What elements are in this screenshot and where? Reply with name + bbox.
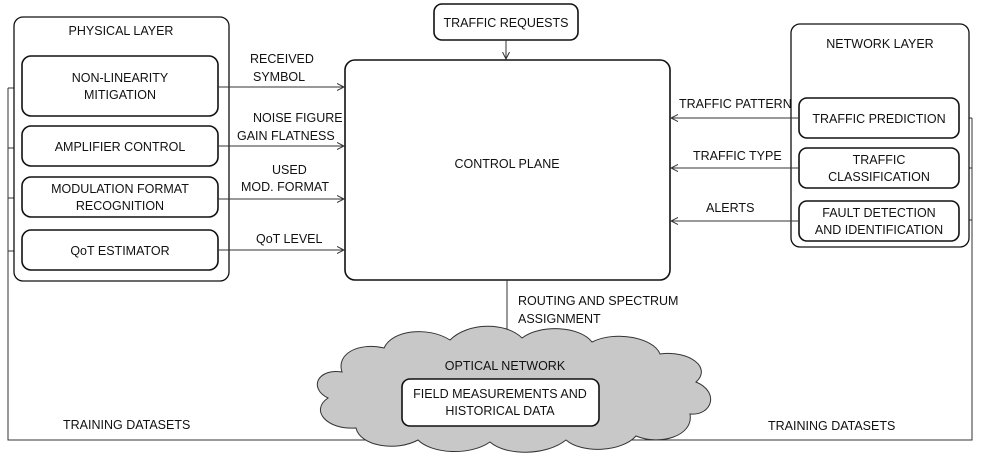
fault-detection-label-line2: AND IDENTIFICATION <box>815 223 943 237</box>
training-datasets-right-label: TRAINING DATASETS <box>768 419 895 433</box>
used-mod-format-label-line1: USED <box>272 163 307 177</box>
training-datasets-left-label: TRAINING DATASETS <box>63 418 190 432</box>
traffic-type-label: TRAFFIC TYPE <box>693 149 782 163</box>
noise-figure-label-line2: GAIN FLATNESS <box>237 129 335 143</box>
traffic-requests-label: TRAFFIC REQUESTS <box>443 16 568 30</box>
control-plane-node: CONTROL PLANE <box>344 59 671 281</box>
modulation-format-label-line2: RECOGNITION <box>76 199 164 213</box>
routing-label-line1: ROUTING AND SPECTRUM <box>518 294 678 308</box>
modulation-format-label-line1: MODULATION FORMAT <box>51 182 189 196</box>
modulation-format-recognition-box <box>21 176 219 218</box>
network-layer-group: NETWORK LAYER TRAFFIC PREDICTION TRAFFIC… <box>790 23 970 248</box>
field-measurements-box <box>401 378 600 427</box>
optical-network-title: OPTICAL NETWORK <box>445 359 566 373</box>
qot-estimator-label: QoT ESTIMATOR <box>70 244 169 258</box>
qot-level-label: QoT LEVEL <box>256 232 323 246</box>
network-layer-title: NETWORK LAYER <box>826 37 933 51</box>
traffic-prediction-label: TRAFFIC PREDICTION <box>812 112 945 126</box>
traffic-requests-node: TRAFFIC REQUESTS <box>433 3 579 41</box>
field-measurements-label-line2: HISTORICAL DATA <box>445 404 555 418</box>
physical-layer-title: PHYSICAL LAYER <box>69 24 174 38</box>
noise-figure-label-line1: NOISE FIGURE <box>253 111 343 125</box>
alerts-label: ALERTS <box>706 201 754 215</box>
traffic-pattern-label: TRAFFIC PATTERN <box>679 97 792 111</box>
non-linearity-label-line1: NON-LINEARITY <box>72 71 169 85</box>
physical-layer-group: PHYSICAL LAYER NON-LINEARITY MITIGATION … <box>13 16 230 282</box>
control-plane-label: CONTROL PLANE <box>454 157 559 171</box>
physical-to-control-arrows: RECEIVED SYMBOL NOISE FIGURE GAIN FLATNE… <box>218 52 344 250</box>
non-linearity-mitigation-box <box>21 55 219 117</box>
received-symbol-label-line1: RECEIVED <box>250 52 314 66</box>
amplifier-control-label: AMPLIFIER CONTROL <box>55 140 186 154</box>
received-symbol-label-line2: SYMBOL <box>253 70 305 84</box>
non-linearity-label-line2: MITIGATION <box>84 88 156 102</box>
network-to-control-arrows: TRAFFIC PATTERN TRAFFIC TYPE ALERTS <box>671 97 799 221</box>
used-mod-format-label-line2: MOD. FORMAT <box>241 180 329 194</box>
traffic-classification-label-line1: TRAFFIC <box>853 153 906 167</box>
routing-label-line2: ASSIGNMENT <box>518 312 601 326</box>
field-measurements-label-line1: FIELD MEASUREMENTS AND <box>413 387 587 401</box>
traffic-classification-label-line2: CLASSIFICATION <box>828 170 930 184</box>
fault-detection-label-line1: FAULT DETECTION <box>822 206 935 220</box>
optical-network-cloud: OPTICAL NETWORK FIELD MEASUREMENTS AND H… <box>316 325 712 453</box>
routing-arrow-group: ROUTING AND SPECTRUM ASSIGNMENT <box>507 280 678 340</box>
